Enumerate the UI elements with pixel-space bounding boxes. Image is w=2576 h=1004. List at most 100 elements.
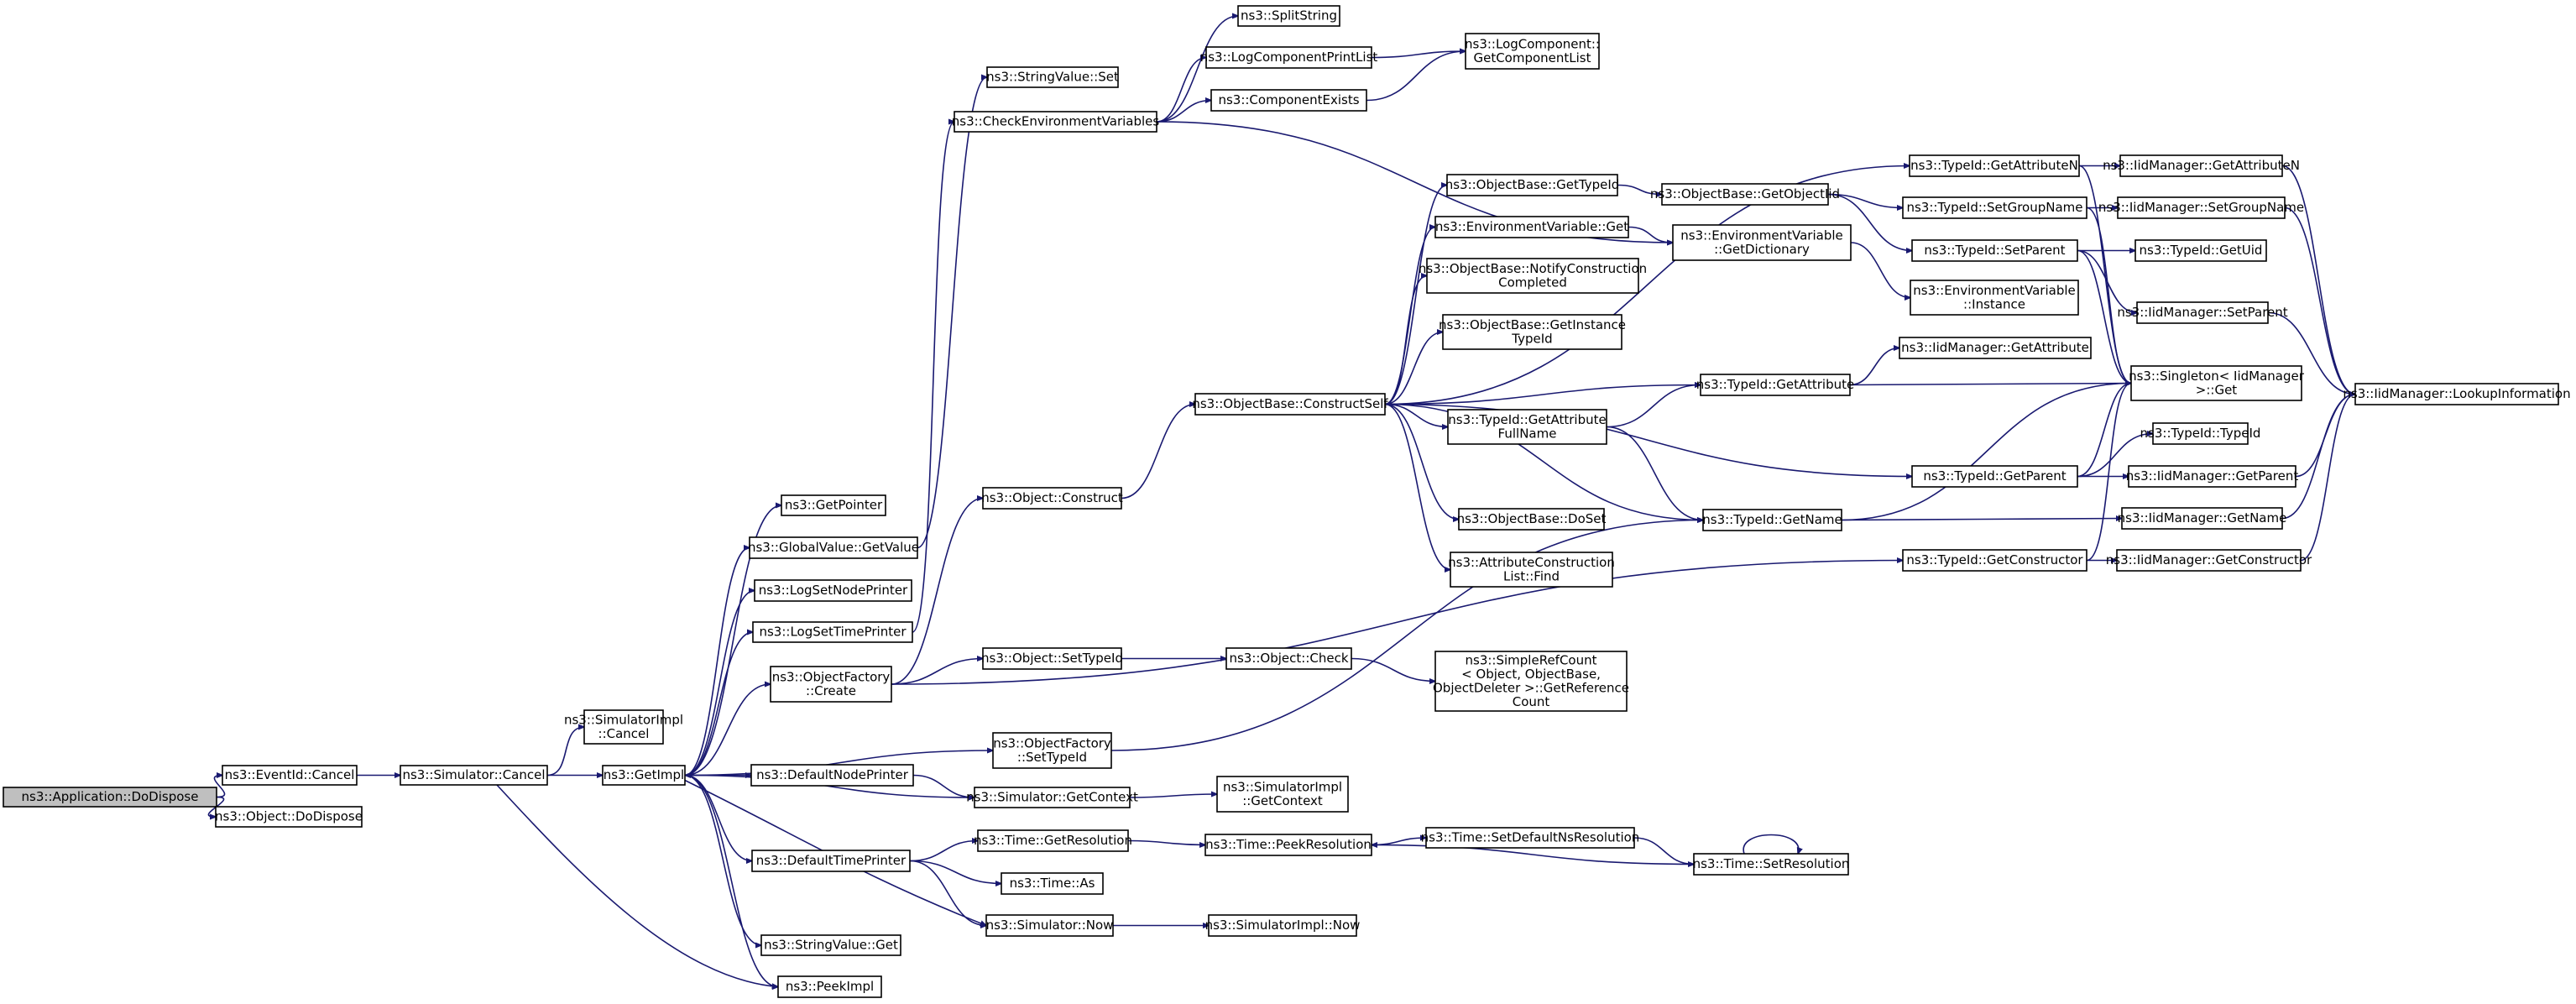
node-notifyconstruction[interactable]: ns3::ObjectBase::NotifyConstructionCompl… [1419,258,1647,294]
node-typeid-typeid[interactable]: ns3::TypeId::TypeId [2140,422,2261,445]
node-app-dodispose[interactable]: ns3::Application::DoDispose [3,787,217,808]
node-label: ns3::TypeId::SetParent [1924,243,2065,258]
edge-defaulttimeprinter-to-time_getresolution [909,841,978,862]
node-time-setresolution[interactable]: ns3::Time::SetResolution [1693,853,1850,876]
node-object-construct[interactable]: ns3::Object::Construct [981,487,1123,510]
node-iidmanager-lookupinformation[interactable]: ns3::IidManager::LookupInformation [2343,383,2571,405]
node-componentexists[interactable]: ns3::ComponentExists [1210,89,1367,112]
node-typeid-getattributen[interactable]: ns3::TypeId::GetAttributeN [1909,154,2080,177]
node-label: FullName [1498,426,1557,441]
edge-getimpl-to-defaulttimeprinter [684,774,752,861]
node-iidmanager-getattributen[interactable]: ns3::IidManager::GetAttributeN [2103,154,2300,177]
node-box [1210,89,1367,112]
node-envvar-get[interactable]: ns3::EnvironmentVariable::Get [1434,216,1629,238]
node-iidmanager-getname[interactable]: ns3::IidManager::GetName [2118,507,2287,530]
node-label: ::GetContext [1242,793,1323,808]
edge-objectfactory_settypeid-to-typeid_getname [1110,520,1703,751]
node-object-check[interactable]: ns3::Object::Check [1225,647,1352,670]
node-label: ns3::ObjectBase::DoSet [1457,511,1607,526]
node-objectbase-getobjectiid[interactable]: ns3::ObjectBase::GetObjectIid [1650,183,1840,206]
node-logcomponent-getcomponentlist[interactable]: ns3::LogComponent::GetComponentList [1465,33,1600,70]
node-label: ns3::DefaultNodePrinter [756,767,909,782]
edge-getimpl-to-getpointer [684,505,781,777]
node-time-getresolution[interactable]: ns3::Time::GetResolution [974,829,1132,852]
node-label: ns3::ObjectBase::GetTypeId [1445,177,1620,192]
edge-time_getresolution-to-time_peekresolution [1127,839,1205,845]
node-box [1702,509,1842,531]
node-defaulttimeprinter[interactable]: ns3::DefaultTimePrinter [751,850,911,872]
node-getimpl[interactable]: ns3::GetImpl [602,765,686,786]
node-envvar-instance[interactable]: ns3::EnvironmentVariable::Instance [1910,280,2079,316]
node-iidmanager-getattribute[interactable]: ns3::IidManager::GetAttribute [1899,337,2092,359]
node-label: ns3::PeekImpl [786,979,874,994]
node-iidmanager-getconstructor[interactable]: ns3::IidManager::GetConstructor [2106,549,2312,572]
node-box [1225,647,1352,670]
node-typeid-getparent[interactable]: ns3::TypeId::GetParent [1911,465,2078,488]
node-splitstring[interactable]: ns3::SplitString [1237,5,1340,27]
node-box [1911,465,2078,488]
node-simulator-cancel[interactable]: ns3::Simulator::Cancel [400,765,548,786]
node-time-setdefaultnsresolution[interactable]: ns3::Time::SetDefaultNsResolution [1421,827,1640,849]
node-stringvalue-get[interactable]: ns3::StringValue::Get [760,934,901,956]
node-constructself[interactable]: ns3::ObjectBase::ConstructSelf [1192,393,1388,416]
edge-iidmanager_setgroupname-to-iidmanager_lookupinformation [2284,207,2355,395]
node-iidmanager-getparent[interactable]: ns3::IidManager::GetParent [2126,465,2299,488]
node-typeid-getconstructor[interactable]: ns3::TypeId::GetConstructor [1902,549,2087,572]
node-label: ns3::SimulatorImpl::Now [1205,918,1361,933]
node-peekimpl[interactable]: ns3::PeekImpl [777,975,882,998]
node-label: ns3::GetPointer [785,498,883,513]
node-defaultnodeprinter[interactable]: ns3::DefaultNodePrinter [750,764,914,787]
node-objectbase-gettypeid[interactable]: ns3::ObjectBase::GetTypeId [1445,174,1620,196]
node-objectbase-doset[interactable]: ns3::ObjectBase::DoSet [1457,508,1607,531]
node-box [2117,196,2286,219]
node-envvar-getdictionary[interactable]: ns3::EnvironmentVariable::GetDictionary [1672,224,1852,261]
node-typeid-getattribute[interactable]: ns3::TypeId::GetAttribute [1696,374,1854,396]
node-iidmanager-setparent[interactable]: ns3::IidManager::SetParent [2117,301,2288,324]
node-simulator-getcontext[interactable]: ns3::Simulator::GetContext [966,787,1138,808]
node-logsettimeprinter[interactable]: ns3::LogSetTimePrinter [752,621,913,643]
edge-logcomponentprintlist-to-logcomponent_getcomponentlist [1371,51,1466,59]
node-label: ns3::Object::Check [1229,651,1348,666]
node-label: ns3::GetImpl [604,767,684,782]
node-box [1902,196,2087,219]
node-eventid-cancel[interactable]: ns3::EventId::Cancel [222,765,358,786]
node-time-peekresolution[interactable]: ns3::Time::PeekResolution [1204,834,1372,856]
node-box [2116,549,2302,572]
node-stringvalue-set[interactable]: ns3::StringValue::Set [986,66,1119,88]
node-logsetnodeprinter[interactable]: ns3::LogSetNodePrinter [754,579,912,602]
node-box [752,621,913,643]
node-box [954,111,1157,133]
node-simulator-now[interactable]: ns3::Simulator::Now [985,914,1114,937]
node-simimpl-getcontext[interactable]: ns3::SimulatorImpl::GetContext [1216,776,1349,813]
node-box [1700,374,1851,396]
edge-objectbase_getobjectiid-to-typeid_setparent [1827,193,1912,251]
edge-getimpl-to-stringvalue_get [684,774,761,946]
node-typeid-getname[interactable]: ns3::TypeId::GetName [1702,509,1842,531]
node-globalvalue-getvalue[interactable]: ns3::GlobalValue::GetValue [748,536,919,559]
node-getpointer[interactable]: ns3::GetPointer [781,494,886,516]
node-time-as[interactable]: ns3::Time::As [1001,872,1104,895]
node-typeid-setparent[interactable]: ns3::TypeId::SetParent [1911,239,2078,262]
node-checkenv[interactable]: ns3::CheckEnvironmentVariables [952,111,1160,133]
node-object-dodispose[interactable]: ns3::Object::DoDispose [215,806,363,828]
node-simplerefcount[interactable]: ns3::SimpleRefCount< Object, ObjectBase,… [1433,651,1629,712]
node-label: ns3::SimulatorImpl [1223,779,1342,794]
node-logcomponentprintlist[interactable]: ns3::LogComponentPrintList [1200,46,1378,69]
node-singleton-get[interactable]: ns3::Singleton< IidManager>::Get [2129,365,2305,401]
node-iidmanager-setgroupname[interactable]: ns3::IidManager::SetGroupName [2098,196,2304,219]
node-objectfactory-settypeid[interactable]: ns3::ObjectFactory::SetTypeId [992,732,1112,769]
node-typeid-getuid[interactable]: ns3::TypeId::GetUid [2134,239,2267,262]
node-typeid-setgroupname[interactable]: ns3::TypeId::SetGroupName [1902,196,2087,219]
node-box [982,487,1122,510]
node-label: ns3::TypeId::GetUid [2140,243,2263,258]
node-object-settypeid[interactable]: ns3::Object::SetTypeId [981,647,1123,670]
node-simimpl-cancel[interactable]: ns3::SimulatorImpl::Cancel [564,709,683,745]
edge-constructself-to-typeid_getattributen [1384,166,1910,405]
node-simimpl-now[interactable]: ns3::SimulatorImpl::Now [1205,914,1361,937]
node-box [2134,239,2267,262]
node-objectfactory-create[interactable]: ns3::ObjectFactory::Create [770,666,892,703]
node-box [1237,5,1340,27]
